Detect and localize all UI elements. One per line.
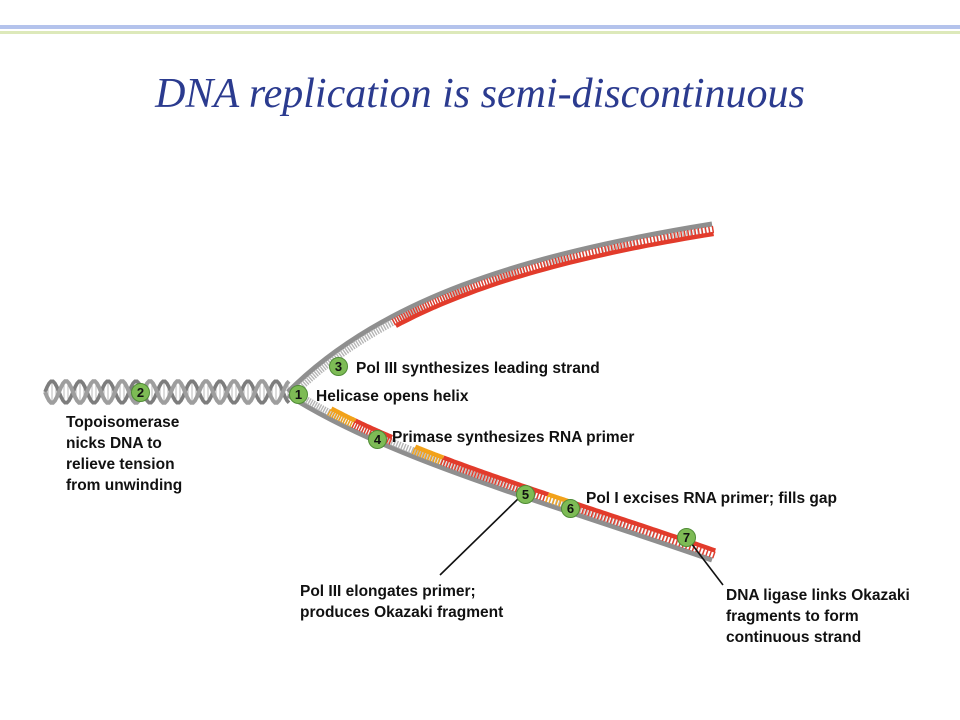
rna-primer [330,406,357,423]
header-decoration [0,0,960,40]
step-3-badge: 3 [329,357,348,376]
step-2-label: Topoisomerase nicks DNA to relieve tensi… [66,412,182,496]
step-1-label: Helicase opens helix [316,388,469,405]
step-5-label-line: Pol III elongates primer; [300,583,476,600]
header-stripe-blue [0,25,960,29]
callout-line-step-5 [439,495,522,576]
step-2-label-line: relieve tension [66,456,175,473]
leading-template-strand [286,221,713,394]
lagging-template-bases [294,390,716,559]
step-7-label-line: fragments to form [726,608,859,625]
step-7-badge: 7 [677,528,696,547]
slide-title: DNA replication is semi-discontinuous [155,71,805,117]
step-2-label-line: Topoisomerase [66,414,180,431]
helix-back-strand [43,379,291,405]
helix-front-strand [43,379,291,405]
step-7-label-line: continuous strand [726,629,862,646]
rna-primer [414,444,445,460]
rna-primer-bases [411,447,444,466]
callout-lines [439,495,724,586]
step-2-label-line: from unwinding [66,477,183,494]
step-2-label-line: nicks DNA to [66,435,162,452]
step-7-label-line: DNA ligase links Okazaki [726,587,910,604]
step-5-label-line: produces Okazaki fragment [300,604,504,621]
leading-new-bases [391,225,715,326]
callout-line-step-7 [690,542,724,586]
step-1-badge: 1 [289,385,308,404]
step-5-badge: 5 [516,485,535,504]
step-4-badge: 4 [368,430,387,449]
step-5-label: Pol III elongates primer; produces Okaza… [300,581,503,623]
step-6-badge: 6 [561,499,580,518]
leading-new-strand [394,231,714,328]
rna-primer-bases [327,409,356,429]
step-6-label: Pol I excises RNA primer; fills gap [586,490,837,507]
step-2-badge: 2 [131,383,150,402]
step-4-label: Primase synthesizes RNA primer [392,429,635,446]
step-7-label: DNA ligase links Okazaki fragments to fo… [726,585,910,648]
header-stripe-green [0,31,960,34]
lagging-template-strand [286,392,713,563]
parental-double-helix [43,379,291,405]
step-3-label: Pol III synthesizes leading strand [356,360,600,377]
